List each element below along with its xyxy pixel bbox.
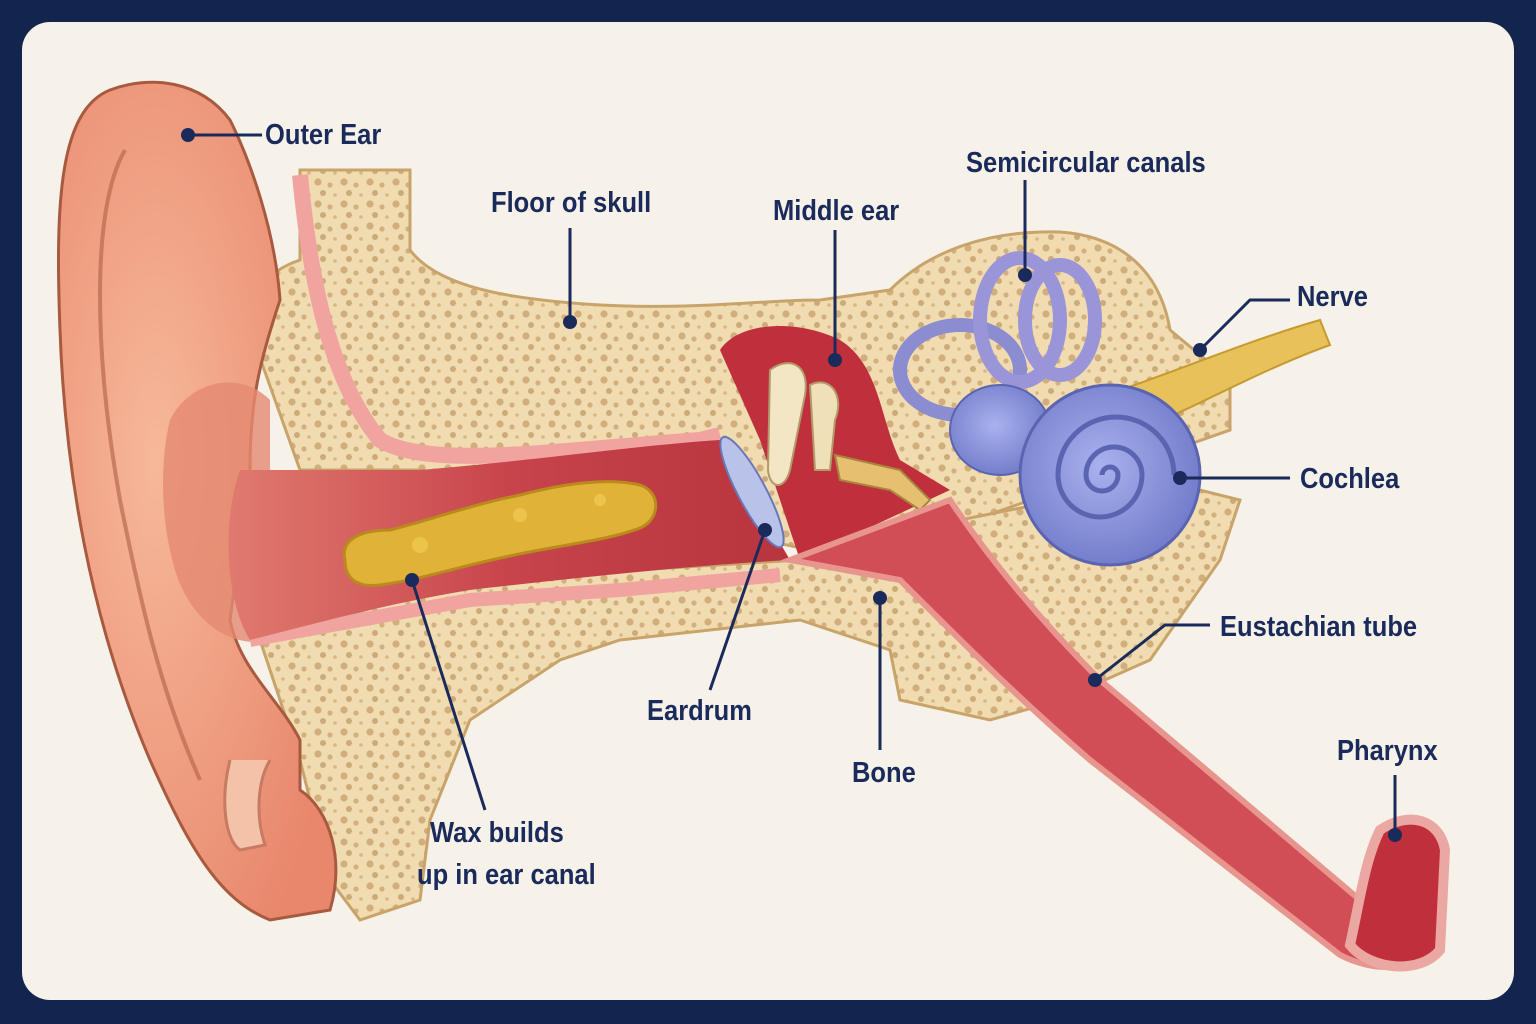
label-eardrum: Eardrum bbox=[647, 695, 752, 727]
label-middle-ear: Middle ear bbox=[773, 195, 900, 227]
malleus bbox=[766, 362, 807, 486]
diagram-panel: Outer Ear Floor of skull Middle ear Semi… bbox=[22, 22, 1514, 1000]
canal-loop-3 bbox=[1018, 258, 1102, 382]
label-cochlea: Cochlea bbox=[1300, 463, 1400, 495]
nerve-bundle bbox=[1118, 318, 1332, 432]
label-wax-line-2: up in ear canal bbox=[417, 859, 596, 891]
incus bbox=[808, 381, 840, 471]
cochlea-spiral bbox=[1055, 414, 1177, 520]
label-wax-line-1: Wax builds bbox=[430, 817, 564, 849]
label-pharynx: Pharynx bbox=[1337, 735, 1438, 767]
label-semicircular-canals: Semicircular canals bbox=[966, 147, 1206, 179]
label-outer-ear: Outer Ear bbox=[265, 119, 382, 151]
leader-dots bbox=[181, 128, 1402, 842]
earlobe-fold bbox=[223, 759, 272, 852]
canal-loop-2 bbox=[973, 251, 1067, 389]
leader-lines bbox=[188, 133, 1397, 835]
canal-lining-upper bbox=[292, 174, 722, 464]
label-eustachian-tube: Eustachian tube bbox=[1220, 611, 1418, 643]
canal-lining-lower bbox=[248, 568, 781, 647]
eardrum-membrane bbox=[719, 435, 785, 549]
label-floor-of-skull: Floor of skull bbox=[491, 187, 652, 219]
pinna-inner-fold bbox=[98, 148, 202, 781]
ear-anatomy-illustration bbox=[56, 80, 1451, 972]
label-nerve: Nerve bbox=[1297, 281, 1368, 313]
pharynx bbox=[1344, 814, 1451, 972]
label-bone: Bone bbox=[852, 757, 916, 789]
